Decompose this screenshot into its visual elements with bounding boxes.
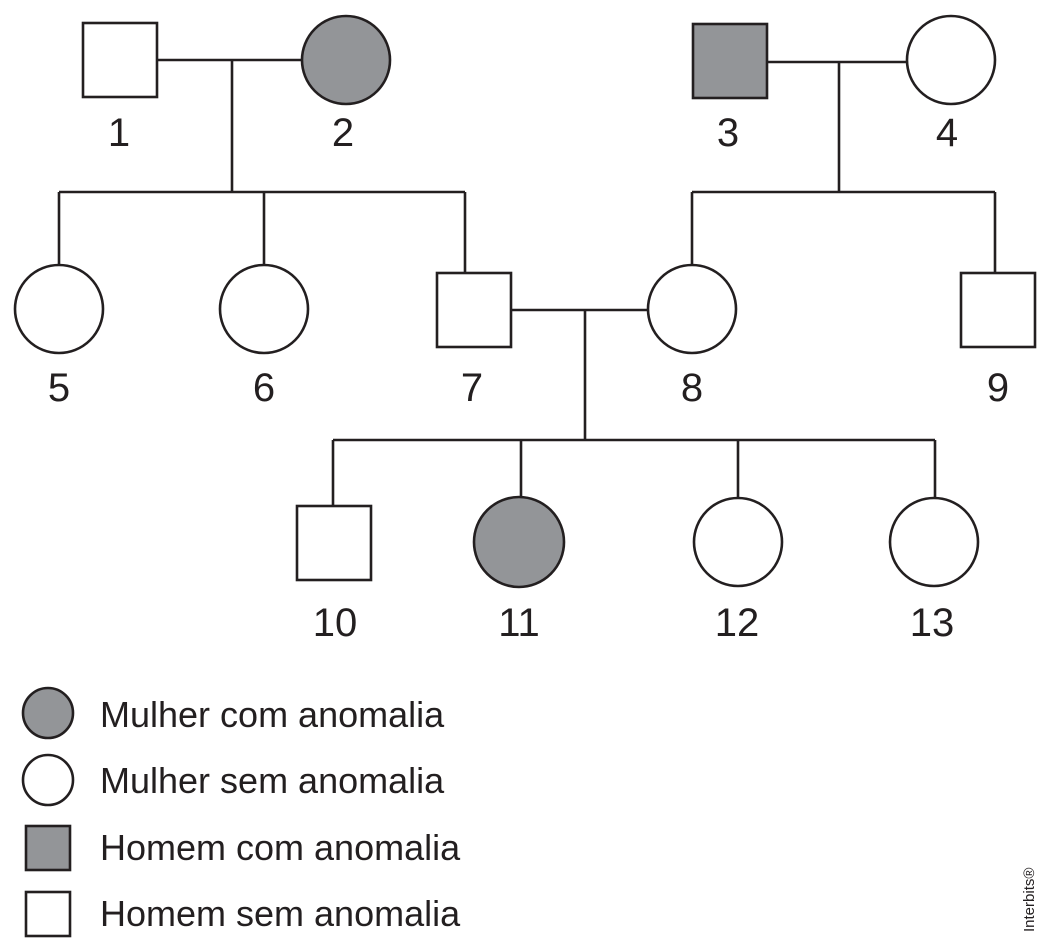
individual-label: 8 [681,366,703,410]
legend-label: Mulher sem anomalia [100,760,445,801]
credit-text: Interbits® [1021,868,1038,932]
individual-3: 3 [691,22,769,155]
individual-label: 11 [498,601,540,645]
individual-8: 8 [646,263,738,410]
legend: Mulher com anomalia Mulher sem anomalia … [21,686,461,938]
individual-4: 4 [905,14,997,155]
individual-label: 5 [48,366,70,410]
female-unaffected-symbol [692,496,784,588]
individual-6: 6 [218,263,310,410]
female-affected-legend-symbol [21,686,75,740]
individual-5: 5 [13,263,105,410]
legend-item-unaffected-female: Mulher sem anomalia [21,753,445,807]
individual-label: 13 [910,601,955,645]
individual-label: 9 [987,366,1009,410]
legend-item-unaffected-male: Homem sem anomalia [24,890,461,938]
legend-item-affected-female: Mulher com anomalia [21,686,445,740]
male-unaffected-symbol [435,271,513,349]
individual-7: 7 [435,271,513,410]
male-unaffected-symbol [295,504,373,582]
individual-label: 4 [936,111,958,155]
male-affected-symbol [691,22,769,100]
male-affected-legend-symbol [24,824,72,872]
female-affected-symbol [300,14,392,106]
individual-13: 13 [888,496,980,645]
individual-label: 3 [717,111,739,155]
individual-label: 12 [715,601,760,645]
legend-item-affected-male: Homem com anomalia [24,824,461,872]
female-unaffected-symbol [13,263,105,355]
individual-11: 11 [472,495,566,645]
legend-label: Homem com anomalia [100,827,461,868]
individual-label: 10 [313,601,358,645]
female-unaffected-symbol [646,263,738,355]
individual-label: 6 [253,366,275,410]
male-unaffected-symbol [959,271,1037,349]
individual-2: 2 [300,14,392,155]
individual-label: 2 [332,111,354,155]
female-unaffected-legend-symbol [21,753,75,807]
individual-label: 7 [461,366,483,410]
individual-12: 12 [692,496,784,645]
male-unaffected-legend-symbol [24,890,72,938]
female-unaffected-symbol [888,496,980,588]
female-unaffected-symbol [218,263,310,355]
individual-1: 1 [81,21,159,155]
individual-10: 10 [295,504,373,645]
female-unaffected-symbol [905,14,997,106]
individual-label: 1 [108,111,130,155]
male-unaffected-symbol [81,21,159,99]
legend-label: Mulher com anomalia [100,694,445,735]
pedigree-lines [57,58,997,506]
individual-9: 9 [959,271,1037,410]
legend-label: Homem sem anomalia [100,893,461,934]
female-affected-symbol [472,495,566,589]
